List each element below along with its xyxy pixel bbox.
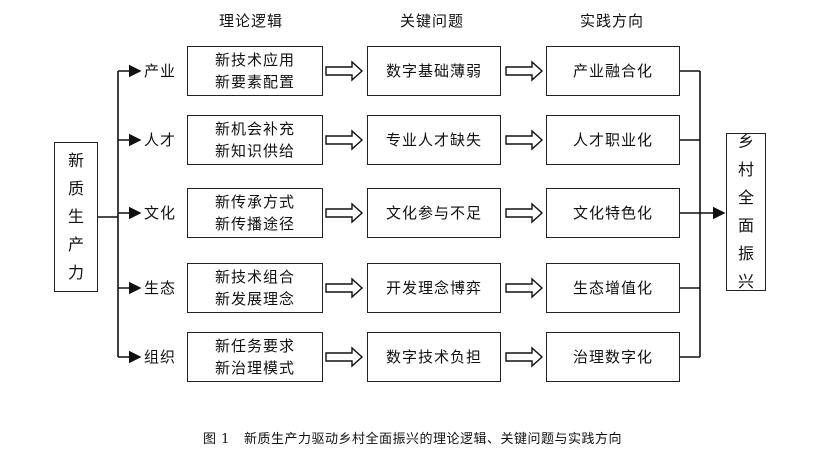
dimension-label: 文化 [144, 204, 177, 222]
dimension-label: 生态 [144, 279, 177, 297]
target-box-char: 兴 [737, 272, 754, 291]
logic-line: 新机会补充 [214, 120, 295, 138]
logic-line: 新传承方式 [214, 193, 295, 211]
problem-box: 文化参与不足 [367, 188, 501, 238]
logic-line: 新传播途径 [214, 215, 295, 233]
direction-box: 产业融合化 [546, 46, 680, 96]
problem-box: 数字基础薄弱 [367, 46, 501, 96]
dimension-label: 产业 [144, 62, 177, 80]
logic-line: 新要素配置 [214, 73, 295, 91]
target-box-char: 面 [737, 216, 754, 235]
problem-text: 开发理念博弈 [385, 279, 482, 297]
logic-line: 新任务要求 [214, 337, 295, 355]
direction-box: 人才职业化 [546, 115, 680, 165]
source-box-char: 产 [67, 235, 84, 254]
direction-box: 文化特色化 [546, 188, 680, 238]
figure-caption-label: 图 1 [203, 432, 230, 447]
logic-line: 新发展理念 [214, 290, 295, 308]
direction-text: 生态增值化 [572, 279, 653, 297]
direction-text: 产业融合化 [572, 62, 653, 80]
hollow-arrow [505, 202, 544, 224]
source-box-new-productive-forces: 新质生产力 [54, 142, 98, 292]
hollow-arrow [325, 202, 364, 224]
header-theory-logic: 理论逻辑 [218, 12, 283, 30]
hollow-arrow [505, 346, 544, 368]
logic-line: 新技术应用 [214, 51, 295, 69]
problem-text: 文化参与不足 [385, 204, 482, 222]
logic-box: 新技术组合新发展理念 [187, 263, 323, 313]
source-box-char: 生 [67, 207, 84, 226]
logic-line: 新治理模式 [214, 359, 295, 377]
target-box-char: 乡 [737, 132, 754, 151]
problem-box: 数字技术负担 [367, 332, 501, 382]
figure-caption: 图 1 新质生产力驱动乡村全面振兴的理论逻辑、关键问题与实践方向 [0, 428, 825, 447]
hollow-arrow [325, 346, 364, 368]
logic-box: 新传承方式新传播途径 [187, 188, 323, 238]
problem-text: 数字技术负担 [385, 348, 482, 366]
figure-caption-text: 新质生产力驱动乡村全面振兴的理论逻辑、关键问题与实践方向 [243, 432, 622, 447]
target-box-char: 振 [737, 244, 754, 263]
hollow-arrow [325, 129, 364, 151]
hollow-arrow [505, 277, 544, 299]
source-box-char: 新 [67, 151, 84, 170]
logic-box: 新技术应用新要素配置 [187, 46, 323, 96]
source-box-char: 力 [67, 263, 84, 282]
direction-box: 治理数字化 [546, 332, 680, 382]
direction-text: 人才职业化 [572, 131, 653, 149]
direction-box: 生态增值化 [546, 263, 680, 313]
hollow-arrow [505, 129, 544, 151]
problem-box: 开发理念博弈 [367, 263, 501, 313]
header-practice-directions: 实践方向 [579, 12, 644, 30]
hollow-arrow [505, 60, 544, 82]
hollow-arrow [325, 277, 364, 299]
dimension-label: 组织 [144, 348, 177, 366]
source-box-char: 质 [67, 179, 84, 198]
logic-box: 新机会补充新知识供给 [187, 115, 323, 165]
dimension-label: 人才 [144, 131, 177, 149]
logic-box: 新任务要求新治理模式 [187, 332, 323, 382]
target-box-char: 村 [737, 160, 754, 179]
header-key-problems: 关键问题 [399, 12, 464, 30]
hollow-arrow [325, 60, 364, 82]
problem-text: 专业人才缺失 [385, 131, 482, 149]
target-box-rural-revitalization: 乡村全面振兴 [726, 132, 766, 291]
logic-line: 新技术组合 [214, 268, 295, 286]
problem-box: 专业人才缺失 [367, 115, 501, 165]
problem-text: 数字基础薄弱 [385, 62, 482, 80]
target-box-char: 全 [737, 188, 754, 207]
logic-line: 新知识供给 [214, 142, 295, 160]
direction-text: 治理数字化 [572, 348, 653, 366]
direction-text: 文化特色化 [572, 204, 653, 222]
